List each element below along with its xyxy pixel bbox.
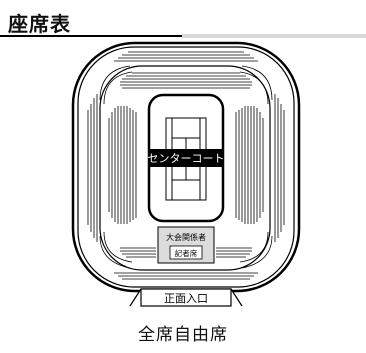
seat-block-right-outer <box>274 94 285 242</box>
seat-block-bottom <box>114 247 258 280</box>
title-underline-accent <box>182 34 366 38</box>
stadium-mid-ring <box>77 46 295 288</box>
seat-block-right-inner <box>235 106 264 224</box>
entrance-label: 正面入口 <box>164 292 208 305</box>
press-box-label-press: 記者席 <box>175 248 198 258</box>
page-title: 座席表 <box>8 12 71 36</box>
press-seat-box <box>169 245 203 260</box>
seat-block-top <box>114 51 258 89</box>
seat-block-left-outer <box>87 94 98 242</box>
center-court-label-bg <box>150 149 222 167</box>
seating-hatch <box>87 51 285 280</box>
seat-block-left-inner <box>108 106 137 224</box>
seat-corner-arcs <box>99 65 273 269</box>
entrance-box <box>140 288 232 307</box>
stadium-inner-ring <box>99 65 271 271</box>
center-court-label: センターコート <box>148 152 225 165</box>
press-box-label-officials: 大会関係者 <box>166 232 206 242</box>
seating-caption: 全席自由席 <box>138 325 228 345</box>
